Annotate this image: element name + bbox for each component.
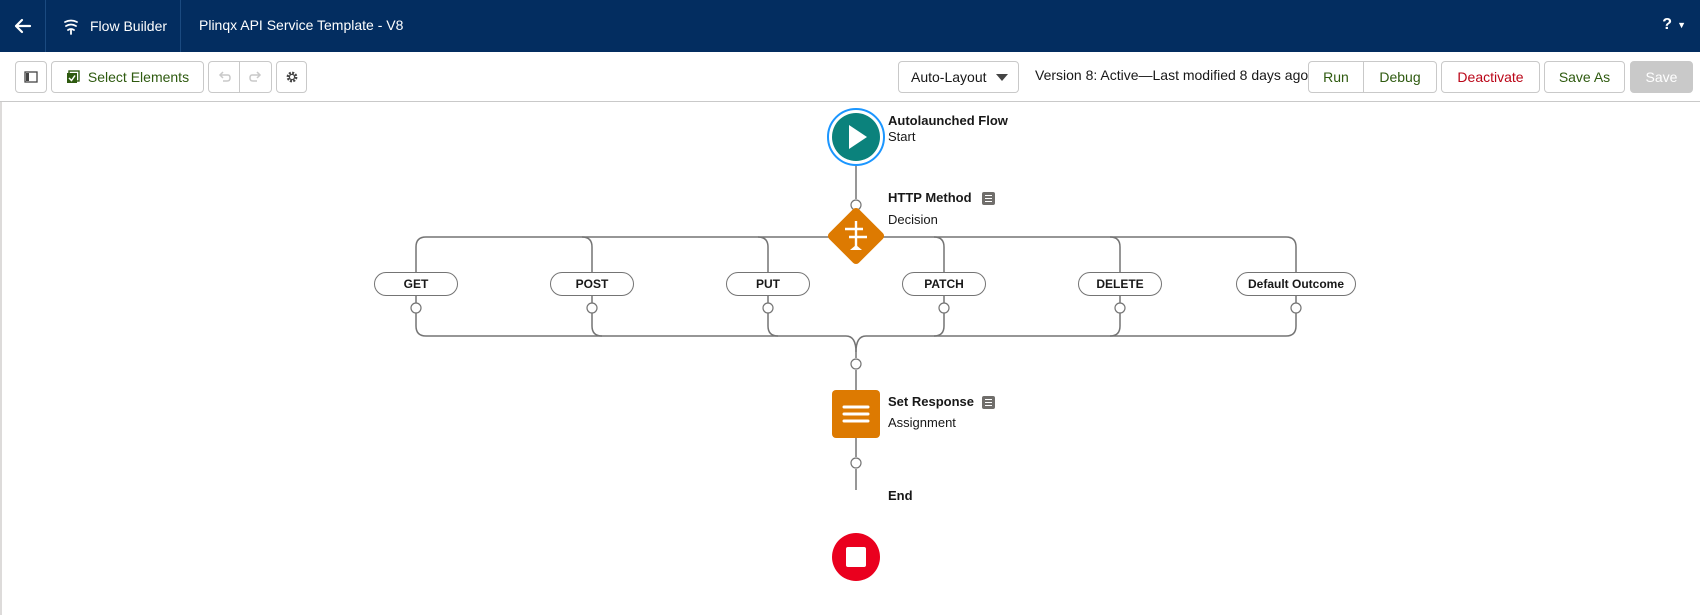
save-as-label: Save As [1558, 69, 1611, 85]
add-element-button[interactable] [410, 302, 422, 314]
add-element-button[interactable] [850, 457, 862, 469]
outcome-put[interactable]: PUT [726, 272, 810, 296]
select-elements-button[interactable]: Select Elements [51, 61, 204, 93]
save-label: Save [1645, 69, 1678, 85]
assignment-node-title: Set Response [888, 394, 974, 409]
add-element-button[interactable] [762, 302, 774, 314]
outcome-post[interactable]: POST [550, 272, 634, 296]
back-button[interactable] [0, 0, 46, 52]
save-as-button[interactable]: Save As [1544, 61, 1625, 93]
app-header: Flow Builder Plinqx API Service Template… [0, 0, 1700, 52]
toolbar: Select Elements Auto-Layout Version 8: A… [0, 52, 1700, 102]
branch-connector [870, 236, 1297, 272]
decision-node-subtitle: Decision [888, 212, 938, 227]
decision-node[interactable] [826, 206, 885, 265]
description-icon[interactable] [982, 192, 995, 205]
add-element-button[interactable] [1114, 302, 1126, 314]
flow-settings-button[interactable] [276, 61, 307, 93]
end-node-title: End [888, 488, 913, 503]
assignment-node-subtitle: Assignment [888, 415, 956, 430]
save-button: Save [1630, 61, 1693, 93]
outcome-get[interactable]: GET [374, 272, 458, 296]
app-launcher[interactable]: Flow Builder [46, 0, 181, 52]
toggle-panel-button[interactable] [15, 61, 47, 93]
add-element-button[interactable] [850, 358, 862, 370]
deactivate-label: Deactivate [1457, 69, 1524, 85]
deactivate-button[interactable]: Deactivate [1441, 61, 1540, 93]
assignment-icon [842, 405, 870, 423]
start-node-subtitle: Start [888, 129, 916, 144]
debug-label: Debug [1379, 69, 1421, 85]
assignment-node[interactable] [832, 390, 880, 438]
redo-icon [248, 71, 261, 82]
version-status: Version 8: Active—Last modified 8 days a… [1035, 67, 1309, 83]
outcome-patch[interactable]: PATCH [902, 272, 986, 296]
help-icon: ? [1662, 16, 1673, 33]
flow-connectors [410, 108, 1302, 581]
merge-connector [933, 313, 945, 337]
description-icon[interactable] [982, 396, 995, 409]
checklist-icon [66, 70, 80, 83]
debug-button[interactable]: Debug [1364, 61, 1437, 93]
merge-connector [1109, 313, 1121, 337]
stop-icon [846, 547, 866, 567]
chevron-down-icon [996, 74, 1008, 81]
redo-button[interactable] [240, 61, 272, 93]
select-elements-label: Select Elements [87, 69, 190, 85]
undo-icon [218, 71, 231, 82]
outcome-default[interactable]: Default Outcome [1236, 272, 1356, 296]
merge-connector [855, 313, 1297, 353]
layout-select-value: Auto-Layout [911, 69, 987, 85]
app-name: Flow Builder [90, 18, 168, 34]
layout-select[interactable]: Auto-Layout [898, 61, 1019, 93]
start-node[interactable] [827, 108, 885, 166]
flow-title: Plinqx API Service Template - V8 [199, 17, 404, 33]
add-element-button[interactable] [938, 302, 950, 314]
gear-icon [286, 71, 297, 83]
play-icon [849, 125, 867, 149]
branch-connector [415, 236, 842, 272]
branch-connector [581, 236, 593, 272]
branch-connector [757, 236, 769, 272]
undo-button[interactable] [208, 61, 240, 93]
merge-connector [591, 313, 603, 337]
merge-connector [415, 313, 857, 353]
toggle-panel-icon [24, 71, 38, 83]
back-arrow-icon [14, 18, 31, 34]
merge-connector [767, 313, 779, 337]
branch-connector [933, 236, 945, 272]
start-node-title: Autolaunched Flow [888, 113, 1008, 128]
flow-icon [64, 19, 78, 35]
end-node[interactable] [832, 533, 880, 581]
flow-canvas[interactable]: Autolaunched Flow Start HTTP Method Deci… [0, 102, 1700, 615]
decision-node-title: HTTP Method [888, 190, 972, 205]
caret-down-icon: ▼ [1677, 20, 1686, 30]
run-button[interactable]: Run [1308, 61, 1364, 93]
run-label: Run [1323, 69, 1349, 85]
add-element-button[interactable] [586, 302, 598, 314]
branch-connector [1109, 236, 1121, 272]
help-menu[interactable]: ? ▼ [1662, 16, 1686, 34]
outcome-delete[interactable]: DELETE [1078, 272, 1162, 296]
add-element-button[interactable] [1290, 302, 1302, 314]
